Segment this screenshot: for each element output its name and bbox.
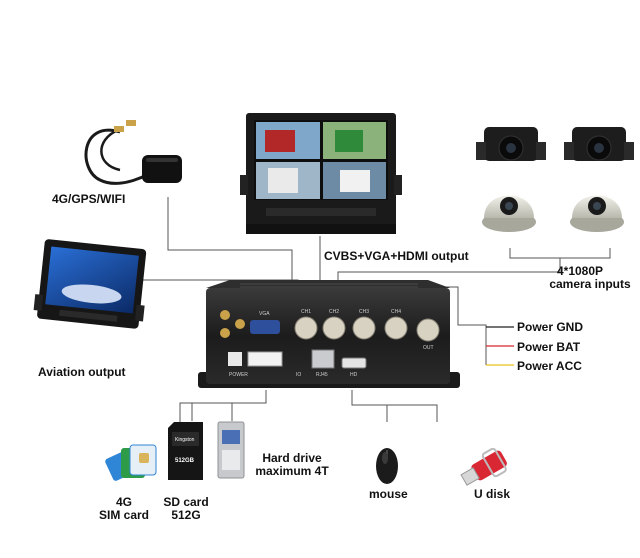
label-udisk: U disk	[474, 487, 511, 501]
sd-card-brand: Kingston	[175, 437, 195, 443]
label-hdd-line1: Hard drive	[262, 451, 322, 465]
line-gps	[167, 197, 293, 285]
line-cameras	[337, 258, 561, 283]
gps-antenna-image	[84, 120, 182, 185]
u-disk-image	[460, 447, 507, 486]
sd-card-image: Kingston 512GB	[168, 422, 203, 480]
quad-monitor-image	[240, 113, 402, 234]
label-aviation: Aviation output	[38, 365, 126, 379]
sim-card-image	[105, 444, 157, 481]
label-power-gnd: Power GND	[517, 320, 584, 334]
label-power-bat: Power BAT	[517, 340, 581, 354]
line-bottom-left	[179, 390, 267, 422]
sd-card-capacity: 512GB	[175, 458, 195, 464]
side-camera-2-image	[564, 127, 634, 161]
line-bottom-right	[351, 390, 438, 422]
port-label-out: OUT	[423, 345, 434, 351]
power-wires	[486, 326, 514, 366]
mouse-image	[376, 448, 398, 484]
label-sd-line1: SD card	[163, 495, 209, 509]
aviation-monitor-image	[33, 239, 147, 329]
hard-drive-image	[217, 421, 245, 479]
label-cameras-line2: camera inputs	[549, 277, 631, 291]
mdvr-unit: VGA CH1 CH2 CH3 CH4 OUT POWER IO RJ45 HD	[198, 280, 460, 388]
side-camera-1-image	[476, 127, 546, 161]
dome-camera-1-image	[482, 195, 536, 232]
port-label-ch3: CH3	[359, 309, 369, 315]
port-label-ch1: CH1	[301, 309, 311, 315]
port-label-hd: HD	[350, 372, 358, 378]
label-mouse: mouse	[369, 487, 408, 501]
port-label-rj45: RJ45	[316, 372, 328, 378]
port-label-ch2: CH2	[329, 309, 339, 315]
port-label-io: IO	[296, 372, 301, 378]
label-power-acc: Power ACC	[517, 359, 582, 373]
port-label-ch4: CH4	[391, 309, 401, 315]
label-sim-line2: SIM card	[98, 508, 149, 522]
label-output: CVBS+VGA+HDMI output	[324, 249, 469, 263]
label-sim-line1: 4G	[115, 495, 132, 509]
line-cams-left	[509, 248, 611, 259]
label-gps: 4G/GPS/WIFI	[52, 192, 126, 206]
dome-camera-2-image	[570, 195, 624, 232]
label-sd-line2: 512G	[171, 508, 201, 522]
label-hdd-line2: maximum 4T	[255, 464, 329, 478]
port-label-vga: VGA	[259, 311, 270, 317]
label-cameras-line1: 4*1080P	[556, 264, 604, 278]
port-label-power: POWER	[229, 372, 248, 378]
